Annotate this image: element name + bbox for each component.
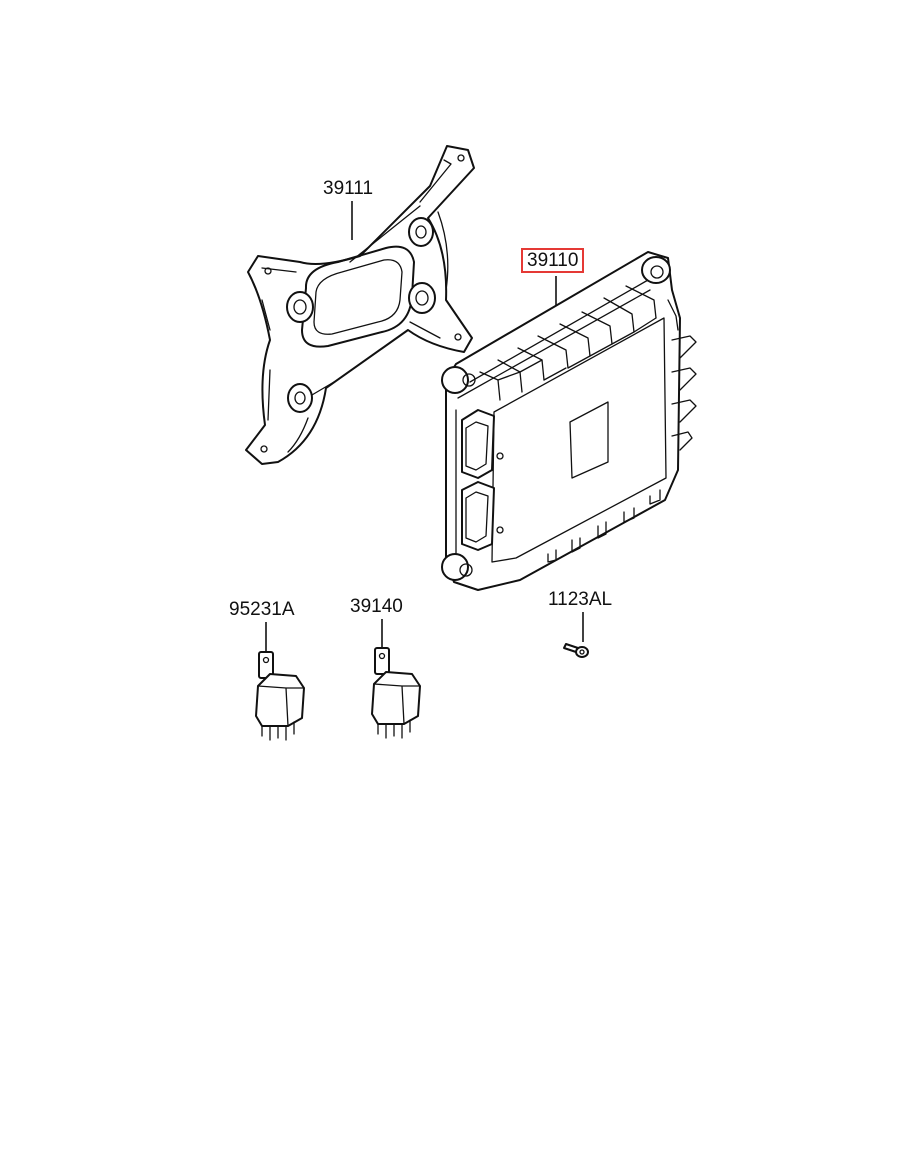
part-label-1123AL[interactable]: 1123AL (548, 589, 613, 610)
part-label-39140[interactable]: 39140 (350, 596, 403, 617)
bolt-1123al[interactable] (563, 643, 589, 658)
relay-39140[interactable] (371, 647, 421, 739)
bracket-39111[interactable] (245, 145, 475, 465)
part-label-39110[interactable]: 39110 (521, 248, 585, 273)
part-label-95231A[interactable]: 95231A (229, 599, 295, 620)
part-label-39111[interactable]: 39111 (323, 178, 374, 199)
relay-95231a[interactable] (255, 651, 305, 741)
ecu-39110[interactable] (441, 251, 697, 591)
